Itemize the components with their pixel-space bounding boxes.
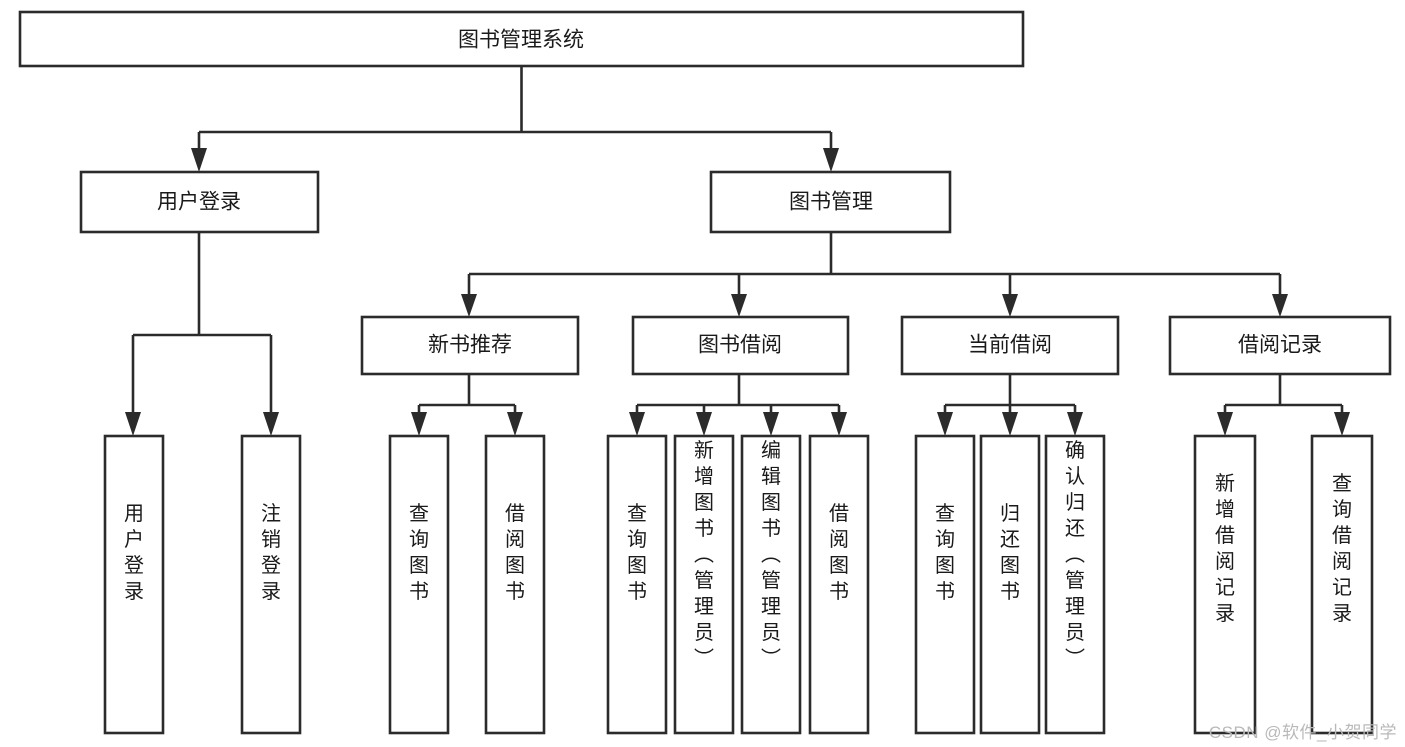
node-new-book-recommend-box[interactable]: [360, 315, 580, 376]
arrow-head-leaf-query-book-3: [937, 412, 953, 436]
leaf-add-record-label: 新增借阅记录: [1215, 472, 1235, 625]
node-book-manage-box[interactable]: [709, 170, 952, 234]
leaf-query-book-2[interactable]: 查询图书: [606, 434, 668, 735]
node-book-manage-label: 图书管理: [789, 191, 873, 214]
arrow-head-user-login: [191, 148, 207, 172]
arrow-head-leaf-borrow-book-1: [507, 412, 523, 436]
arrow-head-leaf-borrow-book-2: [831, 412, 847, 436]
leaf-query-book-3[interactable]: 查询图书: [914, 434, 976, 735]
node-root[interactable]: 图书管理系统: [18, 10, 1025, 68]
leaf-query-record[interactable]: 查询借阅记录: [1310, 434, 1374, 735]
leaf-borrow-book-1[interactable]: 借阅图书: [484, 434, 546, 735]
leaf-user-login[interactable]: 用户登录: [103, 434, 165, 735]
arrow-head-leaf-query-record: [1334, 412, 1350, 436]
leaf-borrow-book-2-label: 借阅图书: [829, 502, 849, 603]
leaf-query-record-label: 查询借阅记录: [1332, 472, 1352, 625]
leaf-edit-book[interactable]: 编辑图书︵管理员︶: [740, 434, 802, 735]
arrow-head-leaf-user-logout: [263, 412, 279, 436]
leaf-user-login-box[interactable]: [103, 434, 165, 735]
arrow-head-leaf-add-record: [1217, 412, 1233, 436]
arrow-head-leaf-confirm-return: [1067, 412, 1083, 436]
leaf-return-book-box[interactable]: [979, 434, 1041, 735]
node-book-borrow-box[interactable]: [631, 315, 850, 376]
leaf-add-record[interactable]: 新增借阅记录: [1193, 434, 1257, 735]
leaf-confirm-return[interactable]: 确认归还︵管理员︶: [1044, 434, 1106, 735]
arrow-head-leaf-query-book-2: [629, 412, 645, 436]
leaf-return-book-label: 归还图书: [1000, 502, 1020, 603]
leaf-add-book[interactable]: 新增图书︵管理员︶: [673, 434, 735, 735]
node-root-label: 图书管理系统: [458, 29, 584, 52]
node-user-login-label: 用户登录: [157, 191, 241, 214]
arrow-head-leaf-user-login: [125, 412, 141, 436]
leaf-user-logout-box[interactable]: [240, 434, 302, 735]
connector-layer: [125, 66, 1350, 436]
leaf-add-book-label: 新增图书︵管理员︶: [694, 439, 714, 670]
leaf-user-logout-label: 注销登录: [261, 502, 281, 603]
node-current-borrow[interactable]: 当前借阅: [900, 315, 1120, 376]
arrow-head-book-manage: [823, 148, 839, 172]
leaf-edit-book-box[interactable]: [740, 434, 802, 735]
leaf-add-record-box[interactable]: [1193, 434, 1257, 735]
arrow-head-leaf-query-book-1: [411, 412, 427, 436]
node-new-book-recommend[interactable]: 新书推荐: [360, 315, 580, 376]
leaf-query-record-box[interactable]: [1310, 434, 1374, 735]
leaf-user-login-label: 用户登录: [124, 503, 144, 603]
leaf-confirm-return-label: 确认归还︵管理员︶: [1065, 439, 1085, 670]
node-borrow-record-label: 借阅记录: [1238, 334, 1322, 357]
leaf-borrow-book-1-box[interactable]: [484, 434, 546, 735]
leaf-add-book-box[interactable]: [673, 434, 735, 735]
arrow-head-book-borrow: [731, 294, 747, 317]
leaf-query-book-2-label: 查询图书: [627, 502, 647, 603]
leaf-confirm-return-box[interactable]: [1044, 434, 1106, 735]
leaf-query-book-1-box[interactable]: [388, 434, 450, 735]
leaf-borrow-book-2-box[interactable]: [808, 434, 870, 735]
leaf-borrow-book-2[interactable]: 借阅图书: [808, 434, 870, 735]
node-root-box[interactable]: [18, 10, 1025, 68]
leaf-edit-book-label: 编辑图书︵管理员︶: [761, 439, 781, 670]
arrow-head-borrow-record: [1272, 294, 1288, 317]
node-user-login-box[interactable]: [79, 170, 320, 234]
leaf-query-book-3-box[interactable]: [914, 434, 976, 735]
node-book-borrow-label: 图书借阅: [698, 334, 782, 357]
leaf-return-book[interactable]: 归还图书: [979, 434, 1041, 735]
node-borrow-record-box[interactable]: [1168, 315, 1392, 376]
arrow-head-current-borrow: [1002, 294, 1018, 317]
arrow-head-leaf-edit-book: [763, 412, 779, 436]
node-user-login[interactable]: 用户登录: [79, 170, 320, 234]
leaf-query-book-1[interactable]: 查询图书: [388, 434, 450, 735]
node-book-manage[interactable]: 图书管理: [709, 170, 952, 234]
node-new-book-recommend-label: 新书推荐: [428, 334, 512, 357]
leaf-query-book-3-label: 查询图书: [935, 502, 955, 603]
leaf-user-logout[interactable]: 注销登录: [240, 434, 302, 735]
leaf-borrow-book-1-label: 借阅图书: [505, 502, 525, 603]
node-borrow-record[interactable]: 借阅记录: [1168, 315, 1392, 376]
node-current-borrow-label: 当前借阅: [968, 334, 1052, 357]
arrow-head-leaf-return-book: [1002, 412, 1018, 436]
node-current-borrow-box[interactable]: [900, 315, 1120, 376]
arrow-head-leaf-add-book: [696, 412, 712, 436]
arrow-head-new-book-recommend: [461, 294, 477, 317]
node-book-borrow[interactable]: 图书借阅: [631, 315, 850, 376]
leaf-query-book-1-label: 查询图书: [409, 502, 429, 603]
leaf-query-book-2-box[interactable]: [606, 434, 668, 735]
